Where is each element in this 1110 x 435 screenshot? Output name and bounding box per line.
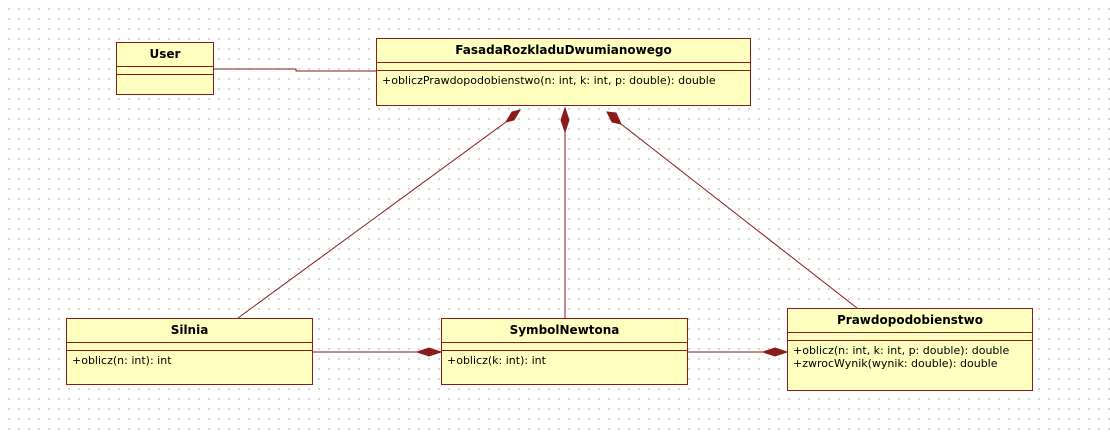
operations-compartment-silnia: +oblicz(n: int): int [67, 351, 312, 369]
class-user[interactable]: User [116, 42, 214, 95]
composition-fasada-prawdopodobienstwo [620, 123, 858, 309]
class-name-silnia: Silnia [67, 319, 312, 343]
composition-fasada-silnia [237, 121, 507, 319]
operations-compartment-fasada: +obliczPrawdopodobienstwo(n: int, k: int… [377, 71, 750, 89]
operations-compartment-symbol-newtona: +oblicz(k: int): int [442, 351, 687, 369]
operation-oblicz-prawdopodobienstwo-class: +oblicz(n: int, k: int, p: double): doub… [793, 344, 1010, 357]
class-name-user: User [117, 43, 213, 67]
composition-diamond-fasada-prawdopodobienstwo [606, 111, 622, 125]
composition-diamond-symbolnewtona [415, 347, 443, 357]
operation-oblicz-silnia: +oblicz(n: int): int [72, 354, 172, 367]
composition-diamond-fasada-silnia [504, 109, 522, 123]
operation-zwroc-wynik: +zwrocWynik(wynik: double): double [793, 357, 998, 370]
class-symbol-newtona[interactable]: SymbolNewtona +oblicz(k: int): int [441, 318, 688, 385]
attributes-compartment-user [117, 67, 213, 75]
attributes-compartment-silnia [67, 343, 312, 351]
attributes-compartment-fasada [377, 63, 750, 71]
attributes-compartment-prawdopodobienstwo [788, 333, 1032, 341]
operation-oblicz-symbol-newtona: +oblicz(k: int): int [447, 354, 546, 367]
class-prawdopodobienstwo[interactable]: Prawdopodobienstwo +oblicz(n: int, k: in… [787, 308, 1033, 391]
composition-diamond-fasada-symbolnewtona [560, 106, 570, 134]
class-name-symbol-newtona: SymbolNewtona [442, 319, 687, 343]
operations-compartment-prawdopodobienstwo: +oblicz(n: int, k: int, p: double): doub… [788, 341, 1032, 372]
operations-compartment-user [117, 75, 213, 80]
class-fasada-rozkladu-dwumianowego[interactable]: FasadaRozkladuDwumianowego +obliczPrawdo… [376, 38, 751, 106]
class-name-prawdopodobienstwo: Prawdopodobienstwo [788, 309, 1032, 333]
composition-diamond-prawdopodobienstwo [761, 347, 789, 357]
class-silnia[interactable]: Silnia +oblicz(n: int): int [66, 318, 313, 385]
attributes-compartment-symbol-newtona [442, 343, 687, 351]
class-name-fasada: FasadaRozkladuDwumianowego [377, 39, 750, 63]
operation-oblicz-prawdopodobienstwo: +obliczPrawdopodobienstwo(n: int, k: int… [382, 74, 716, 87]
association-user-fasada [214, 68, 376, 72]
